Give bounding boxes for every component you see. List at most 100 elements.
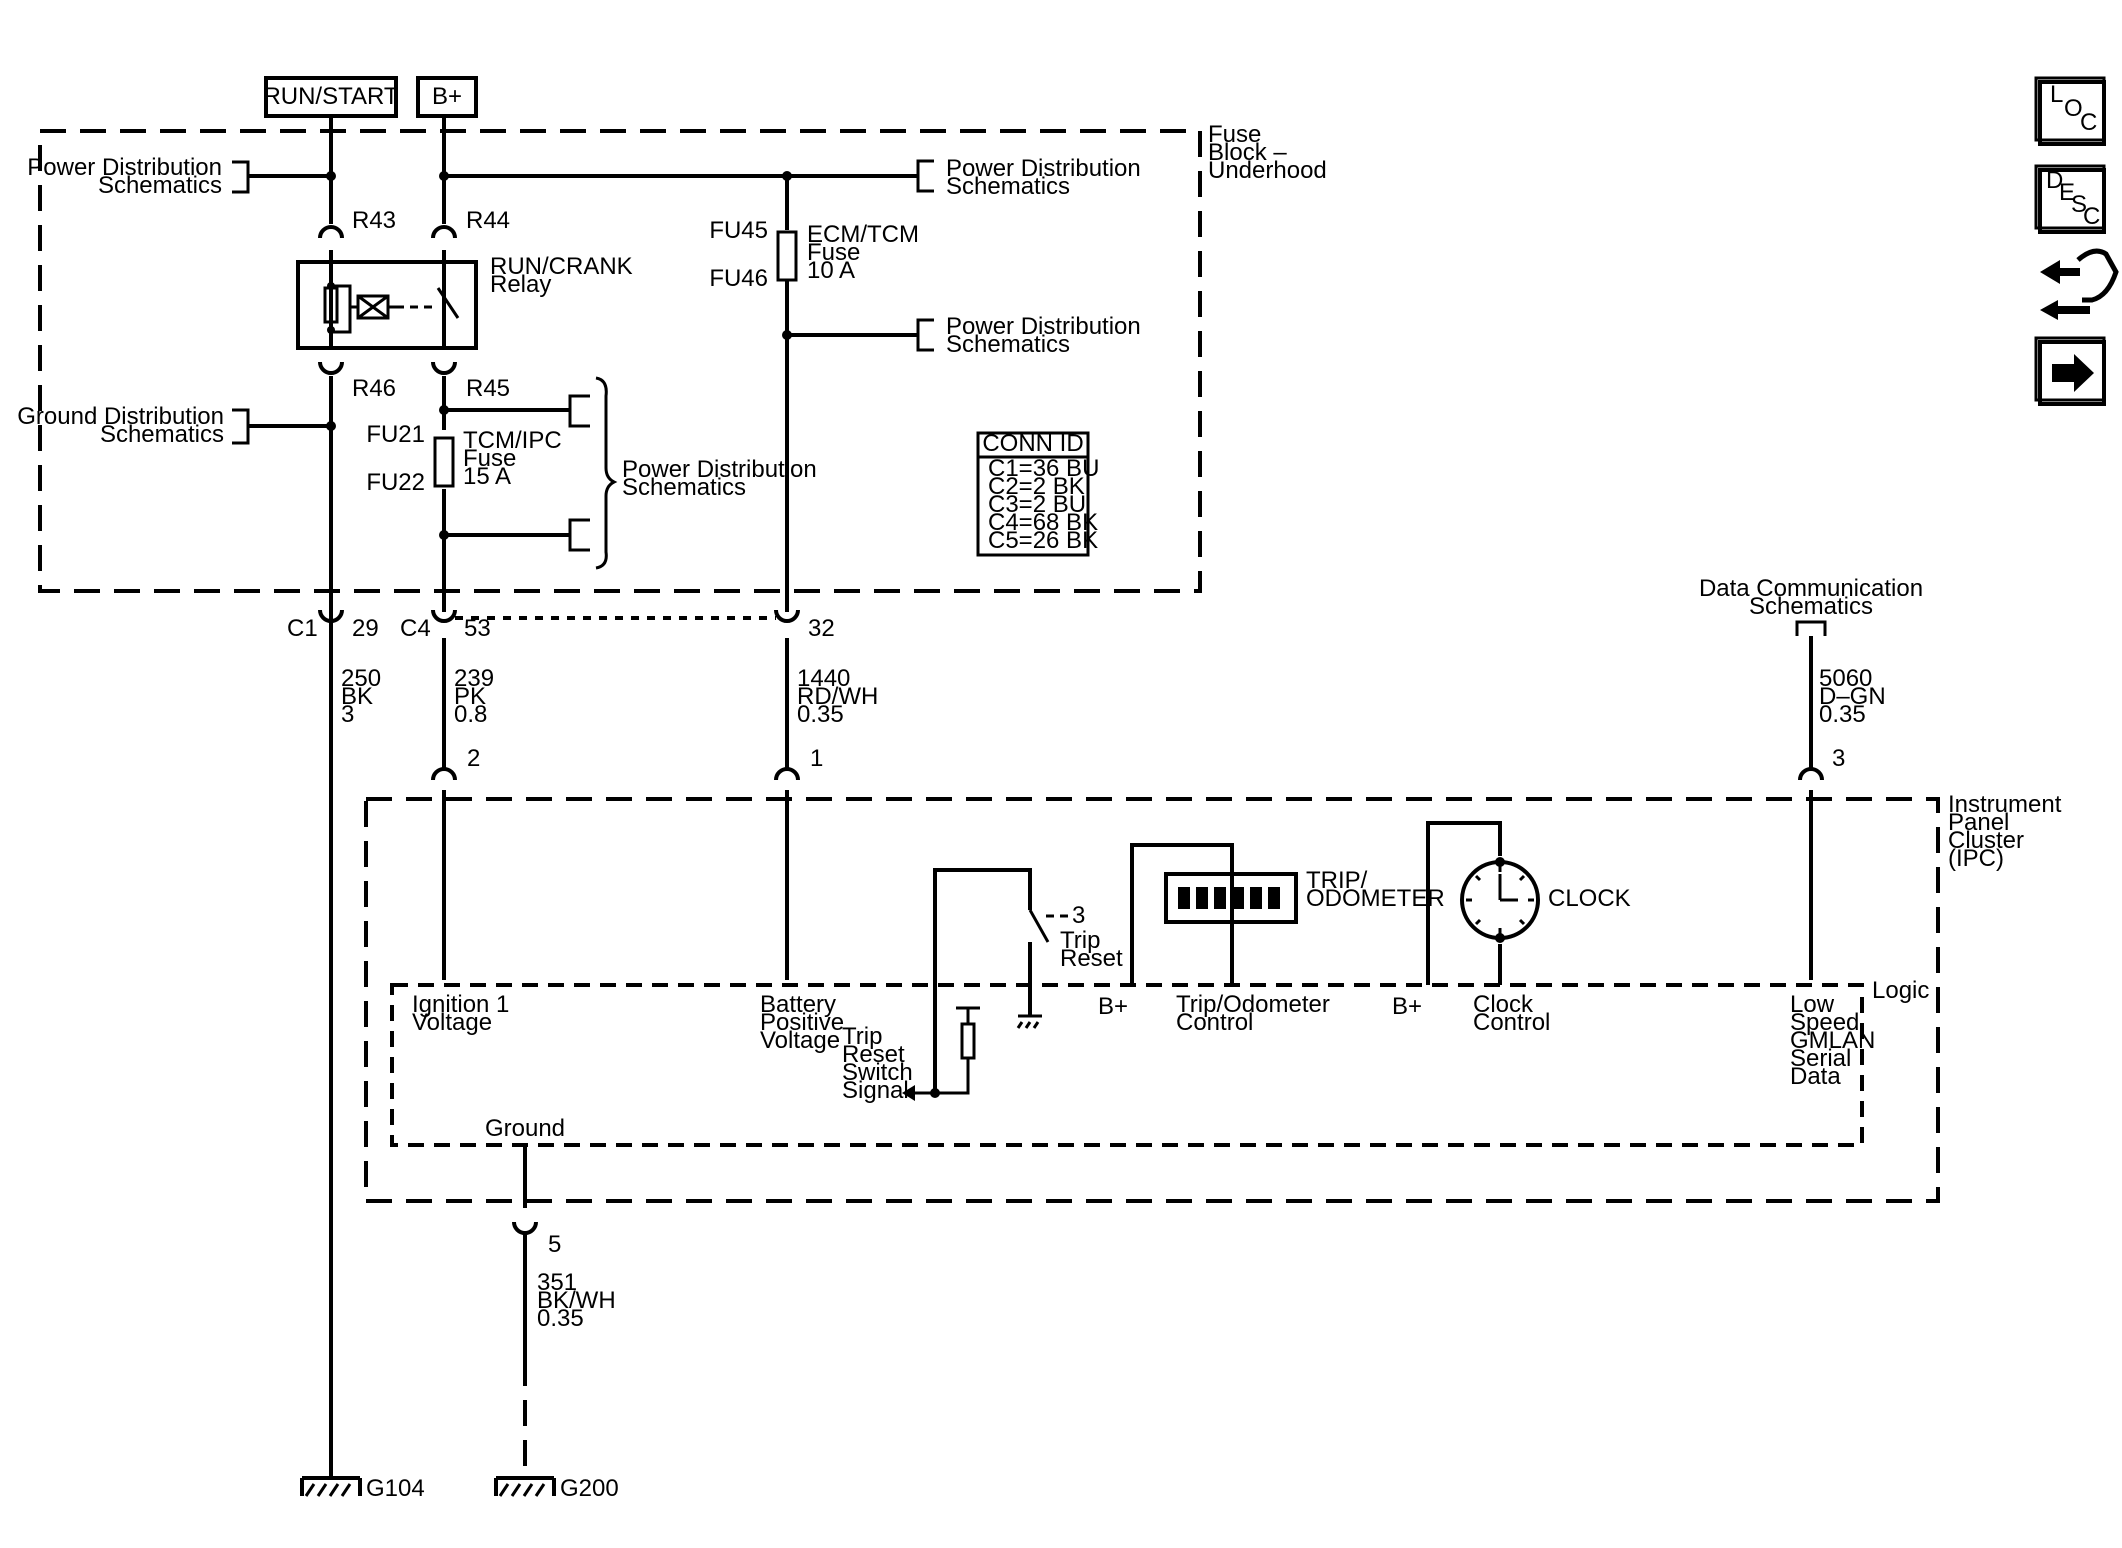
schematic-label: 1440 <box>797 665 850 692</box>
gds-bracket: Ground Distribution Schematics <box>17 403 250 448</box>
schematic-label: 53 <box>464 615 491 642</box>
trip-reset-switch: 3 Trip Reset <box>902 868 1123 1101</box>
schematic-label: RUN/CRANK <box>490 253 633 280</box>
schematic-label: RD/WH <box>797 683 878 710</box>
fuse-block-label-3: Underhood <box>1208 157 1327 184</box>
schematic-label: 351 <box>537 1269 577 1296</box>
fuse-block-label-1: Fuse <box>1208 121 1261 148</box>
schematic-label: Data <box>1790 1063 1841 1090</box>
schematic-label: FU21 <box>366 421 425 448</box>
schematic-label: C <box>2080 109 2097 136</box>
schematic-label: B+ <box>432 83 462 110</box>
wire-250-label: 250 BK 3 <box>341 665 381 728</box>
relay-terminals: R43 R44 R46 R45 <box>318 207 510 402</box>
next-button[interactable] <box>2034 336 2106 406</box>
schematic-label: Speed <box>1790 1009 1859 1036</box>
schematic-label: R43 <box>352 207 396 234</box>
schematic-label: CONN ID <box>982 430 1083 457</box>
schematic-label: Trip <box>1060 927 1100 954</box>
schematic-label: Schematics <box>100 421 224 448</box>
schematic-label: Panel <box>1948 809 2009 836</box>
schematic-label: TCM/IPC <box>463 427 562 454</box>
run-crank-relay: RUN/CRANK Relay <box>296 253 633 350</box>
schematic-label: Reset <box>1060 945 1123 972</box>
schematic-label: Fuse <box>807 239 860 266</box>
schematic-label: PK <box>454 683 486 710</box>
pds-left-bracket: Power Distribution Schematics <box>27 154 250 199</box>
pds-top-right-bracket: Power Distribution Schematics <box>916 155 1141 200</box>
schematic-label: FU22 <box>366 469 425 496</box>
schematic-label: Reset <box>842 1041 905 1068</box>
schematic-label: Positive <box>760 1009 844 1036</box>
description-icon: D E S C <box>2046 167 2100 230</box>
pds-bracket-right: Power Distribution Schematics <box>568 376 817 570</box>
schematic-label: 5060 <box>1819 665 1872 692</box>
connector-end-view-icon <box>2040 248 2119 320</box>
schematic-label: 1 <box>810 745 823 772</box>
schematic-label: Schematics <box>946 173 1070 200</box>
schematic-label: GMLAN <box>1790 1027 1875 1054</box>
schematic-label: C3=2 BU <box>988 491 1086 518</box>
schematic-label: R44 <box>466 207 510 234</box>
schematic-label: R46 <box>352 375 396 402</box>
schematic-label: E <box>2059 179 2075 206</box>
schematic-label: 15 A <box>463 463 511 490</box>
schematic-label: Ground Distribution <box>17 403 224 430</box>
schematic-label: Instrument <box>1948 791 2062 818</box>
schematic-label: C5=26 BK <box>988 527 1098 554</box>
schematic-label: C4=68 BK <box>988 509 1098 536</box>
pushbutton-glyph-icon: 3 <box>1072 902 1085 929</box>
clock-component: CLOCK <box>1426 821 1631 985</box>
ipc-ground-wire: 5 351 BK/WH 0.35 <box>512 1145 616 1478</box>
schematic-label: 239 <box>454 665 494 692</box>
schematic-label: Trip/Odometer <box>1176 991 1330 1018</box>
conn-id-table: CONN ID C1=36 BU C2=2 BK C3=2 BU C4=68 B… <box>976 430 1099 557</box>
wire-5060-label: 5060 D–GN 0.35 <box>1819 665 1886 728</box>
schematic-label: G104 <box>366 1475 425 1502</box>
loc-button[interactable]: L O C <box>2034 76 2106 146</box>
connector-end-view-button[interactable] <box>2040 248 2119 320</box>
schematic-label: D–GN <box>1819 683 1886 710</box>
schematic-label: Battery <box>760 991 836 1018</box>
schematic-label: 0.35 <box>1819 701 1866 728</box>
schematic-label: Control <box>1176 1009 1253 1036</box>
schematic-label: Schematics <box>946 331 1070 358</box>
schematic-label: BK/WH <box>537 1287 616 1314</box>
schematic-label: Data Communication <box>1699 575 1923 602</box>
schematic-label: C2=2 BK <box>988 473 1085 500</box>
schematic-label: 250 <box>341 665 381 692</box>
logic-boundary <box>390 983 1864 1147</box>
location-icon: L O C <box>2050 81 2097 136</box>
next-arrow-icon <box>2052 354 2094 392</box>
schematic-label: 0.8 <box>454 701 487 728</box>
schematic-label: Clock <box>1473 991 1534 1018</box>
schematic-label: 0.35 <box>797 701 844 728</box>
schematic-label: C4 <box>400 615 431 642</box>
schematic-label: Schematics <box>98 172 222 199</box>
wire-1440-label: 1440 RD/WH 0.35 <box>797 665 878 728</box>
schematic-label: 32 <box>808 615 835 642</box>
desc-button[interactable]: D E S C <box>2034 164 2106 234</box>
schematic-label: Signal <box>842 1077 909 1104</box>
ipc-label: Instrument Panel Cluster (IPC) <box>1948 791 2062 872</box>
ground-g200: G200 <box>494 1475 619 1502</box>
logic-label: Logic <box>1872 977 1929 1004</box>
schematic-label: ECM/TCM <box>807 221 919 248</box>
schematic-label: Schematics <box>1749 593 1873 620</box>
schematic-label: (IPC) <box>1948 845 2004 872</box>
schematic-label: Control <box>1473 1009 1550 1036</box>
schematic-label: Power Distribution <box>946 313 1141 340</box>
schematic-label: G200 <box>560 1475 619 1502</box>
schematic-label: Trip <box>842 1023 882 1050</box>
schematic-label: 2 <box>467 745 480 772</box>
schematic-label: Fuse <box>463 445 516 472</box>
logic-labels: Ignition 1 Voltage Battery Positive Volt… <box>412 991 1875 1142</box>
schematic-label: RUN/START <box>263 83 398 110</box>
ecm-tcm-fuse: FU45 FU46 ECM/TCM Fuse 10 A <box>709 217 919 292</box>
schematic-label: C <box>2083 203 2100 230</box>
wire-239-label: 239 PK 0.8 <box>454 665 494 728</box>
fuse-block-boundary <box>38 129 1202 593</box>
schematic-label: O <box>2064 95 2083 122</box>
schematic-label: Voltage <box>412 1009 492 1036</box>
